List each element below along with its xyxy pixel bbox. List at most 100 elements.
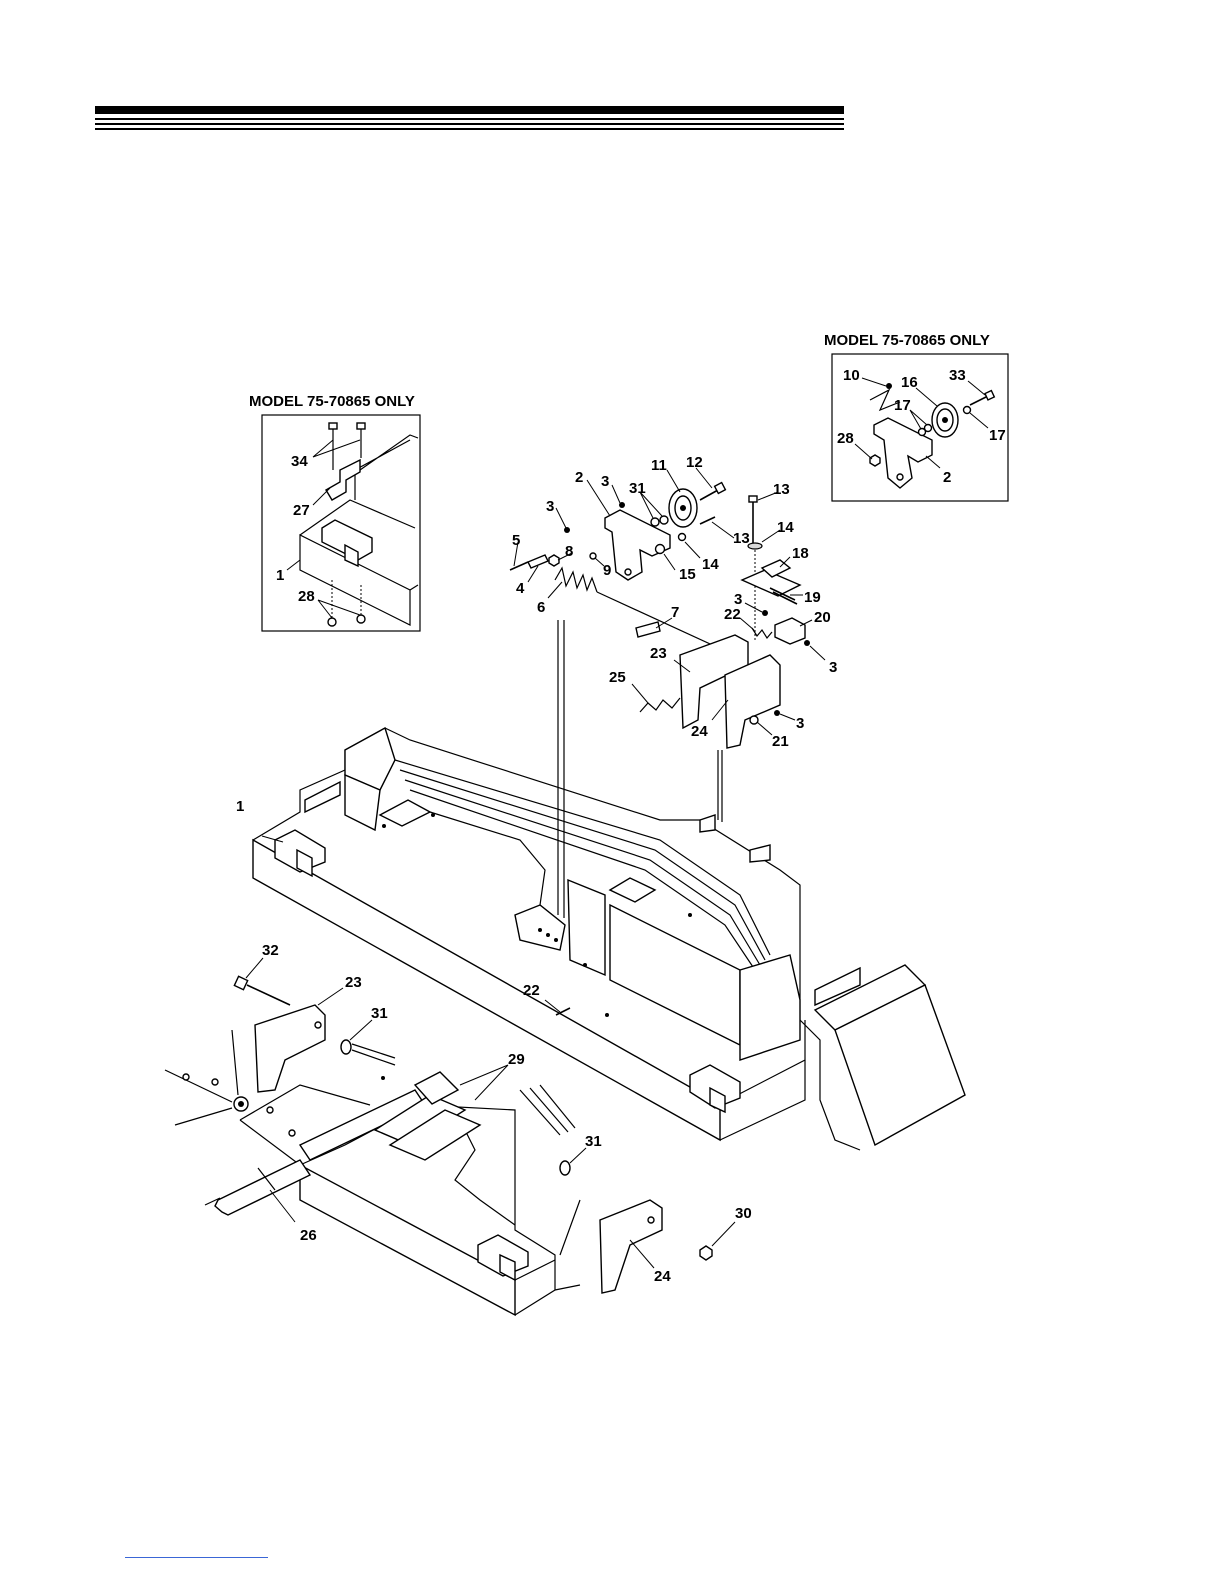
inset-right-pulley-hub [942, 417, 948, 423]
callout-34: 34 [291, 453, 308, 470]
callout-5: 5 [512, 532, 520, 549]
callout-17b: 17 [989, 427, 1006, 444]
leader-30 [712, 1222, 735, 1246]
washer-14-flat [748, 543, 762, 549]
callout-3d: 3 [829, 659, 837, 676]
lower-hole-a [183, 1074, 189, 1080]
main-deck [253, 620, 965, 1150]
inset-right-leader-33 [968, 381, 985, 395]
hitch-arm-26 [215, 1160, 310, 1215]
inset-right-nut-28 [870, 455, 880, 466]
nut-3d [804, 640, 810, 646]
callout-26: 26 [300, 1227, 317, 1244]
callout-23b: 23 [345, 974, 362, 991]
callout-24a: 24 [691, 723, 708, 740]
leader-21 [757, 722, 772, 735]
deck-center-diamond [610, 878, 655, 902]
callout-3c: 3 [796, 715, 804, 732]
nut-15 [656, 545, 665, 554]
callout-3a: 3 [546, 498, 554, 515]
lower-hole-b [212, 1079, 218, 1085]
callout-13b: 13 [773, 481, 790, 498]
inset-left-nut-b [357, 615, 365, 623]
bolt-32-head [234, 976, 247, 989]
deck-hole-c [554, 938, 558, 942]
callout-29: 29 [508, 1051, 525, 1068]
callout-14b: 14 [702, 556, 719, 573]
lower-bracket-24-hole [648, 1217, 654, 1223]
lower-hole-d [289, 1130, 295, 1136]
inset-left-leader-27 [313, 488, 330, 505]
callout-33: 33 [949, 367, 966, 384]
leader-14b [685, 542, 700, 558]
lower-bracket-24 [600, 1200, 662, 1293]
inset-right: MODEL 75-70865 ONLY [824, 332, 1008, 501]
lower-deck-front [300, 1165, 515, 1315]
spring-alignment-lines [558, 620, 564, 918]
callout-27: 27 [293, 502, 310, 519]
callout-32: 32 [262, 942, 279, 959]
inset-left-leader-28 [318, 600, 360, 618]
callout-31c: 31 [371, 1005, 388, 1022]
deck-hole-b [546, 933, 550, 937]
inset-left-title: MODEL 75-70865 ONLY [249, 393, 415, 410]
callout-2: 2 [575, 469, 583, 486]
inset-right-washer-c [964, 407, 971, 414]
leader-26 [270, 1190, 295, 1222]
deck-side-tab [750, 845, 770, 862]
callout-25: 25 [609, 669, 626, 686]
leader-29 [460, 1065, 508, 1100]
rod-7-sleeve [636, 622, 660, 637]
bolt-12 [700, 490, 718, 500]
lower-bracket-23-hole [315, 1022, 321, 1028]
deck-right-box [740, 955, 800, 1060]
inset-right-nut-10 [886, 383, 892, 389]
deck-hole-h [583, 963, 587, 967]
inset-right-leader-28 [855, 444, 872, 459]
leader-3b [612, 485, 620, 503]
lower-deck-right [555, 1200, 580, 1290]
leader-23-lower [318, 988, 343, 1005]
inset-right-bolt-33 [970, 396, 988, 405]
callout-21: 21 [772, 733, 789, 750]
leader-31-lower-a [350, 1020, 372, 1040]
pivot-lines [165, 1030, 238, 1125]
callout-2r: 2 [943, 469, 951, 486]
leader-3e [745, 603, 762, 612]
deck-hole-e [431, 813, 435, 817]
leader-3a [556, 508, 566, 528]
inset-right-leader-2 [926, 456, 940, 468]
idler-arm-hole [625, 569, 631, 575]
callout-13a: 13 [733, 530, 750, 547]
inset-left-leader-34 [313, 440, 360, 457]
callout-8: 8 [565, 543, 573, 560]
inset-left-bolt-head-a [329, 423, 337, 429]
inset-right-washer-b [925, 425, 932, 432]
callout-15: 15 [679, 566, 696, 583]
inset-left-leader-1 [287, 560, 300, 570]
deck-center-tower [568, 880, 605, 975]
callout-14a: 14 [777, 519, 794, 536]
callout-17a: 17 [894, 397, 911, 414]
deck-side-tab-b [700, 815, 715, 832]
lower-bracket-23 [255, 1005, 325, 1092]
leader-22 [740, 618, 754, 630]
footer-link-underline [125, 1557, 268, 1558]
inset-left: MODEL 75-70865 ONLY 34 27 1 [249, 393, 420, 631]
spring-22 [752, 628, 772, 638]
callout-31: 31 [629, 480, 646, 497]
callout-24b: 24 [654, 1268, 671, 1285]
callout-28: 28 [298, 588, 315, 605]
callout-30: 30 [735, 1205, 752, 1222]
nut-3c [774, 710, 780, 716]
lower-hole-c [267, 1107, 273, 1113]
bolt-5 [510, 562, 528, 570]
washer-31-lower-b [560, 1161, 570, 1175]
inset-right-leader-17b [970, 413, 988, 428]
deck-hole-g [688, 913, 692, 917]
leader-31-lower-b [570, 1148, 586, 1163]
spring-6 [555, 568, 597, 592]
callout-4: 4 [516, 580, 525, 597]
inset-left-panel [355, 435, 418, 500]
bracket-20 [775, 618, 805, 644]
